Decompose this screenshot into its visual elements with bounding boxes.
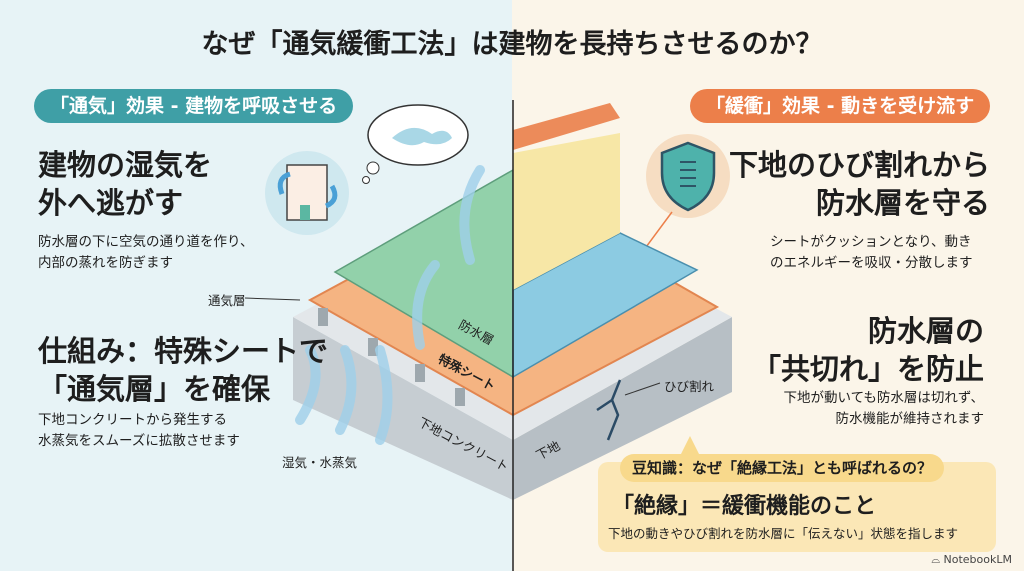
- left-text-1: 防水層の下に空気の通り道を作り、 内部の蒸れを防ぎます: [38, 232, 253, 274]
- text-line: 下地コンクリートから発生する: [38, 412, 227, 428]
- left-heading-2: 仕組み：特殊シートで 「通気層」を確保: [38, 332, 328, 408]
- tip-question: 豆知識：なぜ「絶縁工法」とも呼ばれるの？: [620, 454, 945, 482]
- label-air-layer: 通気層: [208, 293, 246, 308]
- tip-detail: 下地の動きやひび割れを防水層に「伝えない」状態を指します: [608, 526, 959, 541]
- shield-spring-icon: [629, 134, 730, 269]
- text-line: シートがクッションとなり、動き: [770, 234, 972, 250]
- heading-line: 「通気層」を確保: [38, 372, 271, 406]
- left-text-2: 下地コンクリートから発生する 水蒸気をスムーズに拡散させます: [38, 410, 240, 452]
- notebooklm-logo-icon: ⌓: [931, 553, 944, 566]
- right-text-1: シートがクッションとなり、動き のエネルギーを吸収・分散します: [770, 232, 973, 274]
- buffer-effect-pill: 「緩衝」効果 - 動きを受け流す: [690, 89, 991, 123]
- right-heading-1: 下地のひび割れから 防水層を守る: [729, 146, 990, 222]
- heading-line: 防水層の: [867, 314, 984, 348]
- right-text-2: 下地が動いても防水層は切れず、 防水機能が維持されます: [784, 388, 984, 430]
- page-title: なぜ「通気緩衝工法」は建物を長持ちさせるのか？: [201, 29, 823, 60]
- text-line: 水蒸気をスムーズに拡散させます: [38, 433, 240, 449]
- heading-line: 防水層を守る: [815, 186, 990, 220]
- heading-line: 仕組み：特殊シートで: [38, 334, 329, 368]
- label-vapor: 湿気・水蒸気: [282, 455, 358, 470]
- right-heading-2: 防水層の 「共切れ」を防止: [752, 312, 984, 388]
- ventilation-effect-pill: 「通気」効果 - 建物を呼吸させる: [34, 89, 354, 123]
- heading-line: 下地のひび割れから: [728, 148, 990, 182]
- tip-answer: 「絶縁」＝緩衝機能のこと: [612, 494, 877, 519]
- text-line: 内部の蒸れを防ぎます: [38, 255, 173, 271]
- text-line: 下地が動いても防水層は切れず、: [783, 390, 984, 406]
- text-line: 防水機能が維持されます: [835, 411, 985, 427]
- text-line: のエネルギーを吸収・分散します: [770, 255, 973, 271]
- brand-name: NotebookLM: [943, 553, 1012, 566]
- heading-line: 建物の湿気を: [38, 148, 213, 182]
- left-heading-1: 建物の湿気を 外へ逃がす: [38, 146, 212, 222]
- text-line: 防水層の下に空気の通り道を作り、: [38, 234, 254, 250]
- brand-watermark: ⌓ NotebookLM: [931, 553, 1012, 567]
- label-crack: ひび割れ: [664, 379, 715, 394]
- tip-pointer: [680, 436, 700, 456]
- cloud-icon: [362, 104, 469, 184]
- building-airflow-icon: [265, 151, 349, 235]
- heading-line: 「共切れ」を防止: [751, 352, 984, 386]
- heading-line: 外へ逃がす: [38, 186, 184, 220]
